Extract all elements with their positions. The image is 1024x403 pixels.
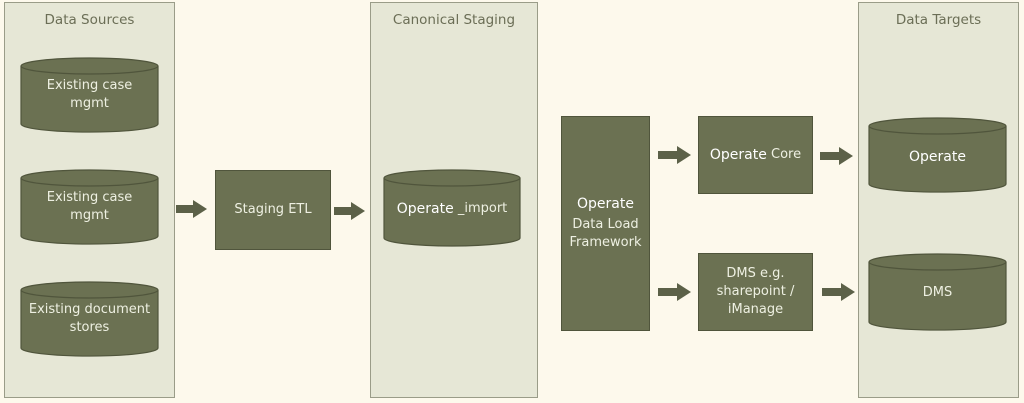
framework-line1: Operate: [577, 196, 634, 212]
staging-import-rest: _import: [453, 201, 508, 216]
source-cylinder-case-mgmt-1: Existing case mgmt: [20, 57, 159, 133]
arrow-sources-to-etl: [176, 200, 207, 218]
source-label-line1: Existing document: [28, 302, 151, 317]
data-load-framework-box: Operate Data Load Framework: [561, 116, 650, 331]
staging-import-cylinder: Operate _import: [383, 169, 521, 247]
source-label-line2: mgmt: [70, 96, 109, 111]
framework-line3: Framework: [569, 235, 642, 250]
source-label-line2: mgmt: [70, 208, 109, 223]
data-targets-title: Data Targets: [895, 12, 982, 28]
target-cylinder-operate: Operate: [868, 117, 1007, 193]
framework-line2: Data Load: [572, 217, 639, 232]
dms-box-line1: DMS e.g.: [726, 266, 785, 281]
data-sources-title: Data Sources: [44, 12, 135, 28]
staging-etl-label: Staging ETL: [234, 202, 312, 217]
operate-core-strong: Operate: [709, 147, 767, 163]
staging-import-strong: Operate: [396, 201, 454, 217]
source-cylinder-document-stores: Existing document stores: [20, 281, 159, 357]
operate-core-rest: Core: [766, 147, 802, 162]
source-label-line1: Existing case: [46, 190, 133, 205]
operate-core-box: Operate Core: [698, 116, 813, 194]
dms-box-line2: sharepoint /: [716, 284, 795, 299]
dms-example-box: DMS e.g. sharepoint / iManage: [698, 253, 813, 331]
source-label-line1: Existing case: [46, 78, 133, 93]
canonical-staging-title: Canonical Staging: [392, 12, 516, 28]
arrow-core-to-operate: [820, 147, 853, 165]
target-dms-label: DMS: [922, 285, 953, 300]
target-operate-label: Operate: [909, 149, 966, 165]
dms-box-line3: iManage: [727, 302, 784, 317]
arrow-framework-to-core: [658, 146, 691, 164]
source-label-line2: stores: [69, 320, 110, 335]
target-cylinder-dms: DMS: [868, 253, 1007, 331]
source-cylinder-case-mgmt-2: Existing case mgmt: [20, 169, 159, 245]
arrow-etl-to-staging: [334, 202, 365, 220]
arrow-dms-box-to-dms: [822, 283, 855, 301]
staging-etl-box: Staging ETL: [215, 170, 331, 250]
arrow-framework-to-dms: [658, 283, 691, 301]
data-targets-panel: Data Targets: [858, 2, 1019, 398]
